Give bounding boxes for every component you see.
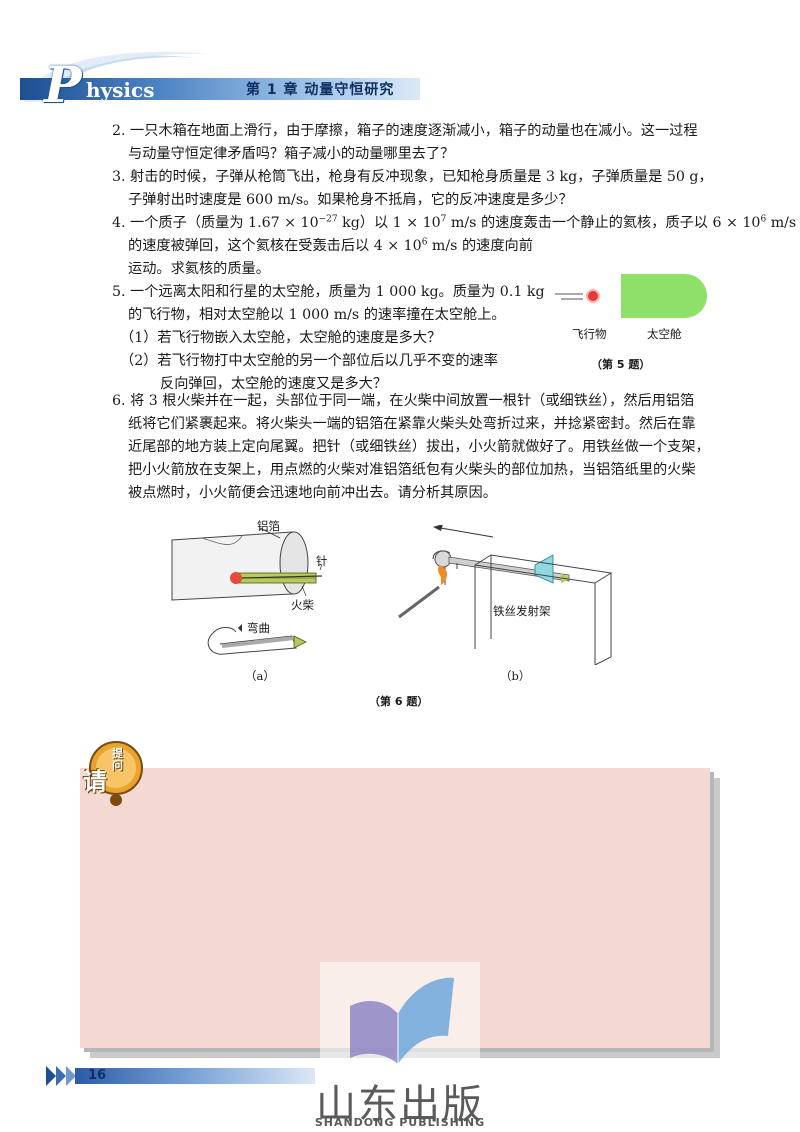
match-head <box>230 572 242 584</box>
question-4: 4. 一个质子（质量为 1.67 × 10−27 kg）以 1 × 107 m/… <box>112 212 796 281</box>
label-b: （b） <box>500 669 531 683</box>
figure-5-diagram <box>555 274 707 318</box>
header-band <box>20 78 420 100</box>
q4-exp-1: −27 <box>318 214 338 225</box>
question-3: 3. 射击的时候，子弹从枪筒飞出，枪身有反冲现象，已知枪身质量是 3 kg，子弹… <box>112 166 713 212</box>
publisher-name-english: SHANDONG PUBLISHING <box>314 1116 486 1129</box>
figure-6a-diagram <box>171 527 323 655</box>
footer-arrows <box>46 1066 76 1086</box>
label-bend: 弯曲 <box>247 621 270 635</box>
chapter-title: 第 1 章 动量守恒研究 <box>246 82 395 98</box>
question-5-line-2: 的飞行物，相对太空舱以 1 000 m/s 的速率撞在太空舱上。 <box>128 307 506 323</box>
label-foil: 铝箔 <box>257 519 280 533</box>
question-6-line-3: 近尾部的地方装上定向尾翼。把针（或细铁丝）拔出，小火箭就做好了。用铁丝做一个支架… <box>128 439 710 455</box>
question-5-part-2-line-1: （2）若飞行物打中太空舱的另一个部位后以几乎不变的速率 <box>120 353 498 369</box>
flying-object-ball <box>586 289 600 303</box>
question-5-line-1: 5. 一个远离太阳和行星的太空舱，质量为 1 000 kg。质量为 0.1 kg <box>112 284 545 300</box>
question-6-line-5: 被点燃时，小火箭便会迅速地向前冲出去。请分析其原因。 <box>128 485 497 501</box>
question-5-part-2-line-2: 反向弹回，太空舱的速度又是多大？ <box>160 376 388 392</box>
ask-question-badge <box>89 741 143 806</box>
question-6-line-2: 纸将它们紧裹起来。将火柴头一端的铝箔在紧靠火柴头处弯折过来，并捻紧密封。然后在靠 <box>128 416 696 432</box>
label-a: （a） <box>245 669 275 683</box>
space-capsule-shape <box>621 274 707 318</box>
logo-rest: hysics <box>86 78 155 102</box>
q4-exp-4: 6 <box>421 237 428 248</box>
question-5: 5. 一个远离太阳和行星的太空舱，质量为 1 000 kg。质量为 0.1 kg… <box>112 281 545 396</box>
question-3-line-2: 子弹射出时速度是 600 m/s。如果枪身不抵肩，它的反冲速度是多少？ <box>128 192 573 208</box>
question-2-line-2: 与动量守恒定律矛盾吗？箱子减小的动量哪里去了？ <box>128 146 455 162</box>
figure-6-caption: （第 6 题） <box>369 695 429 708</box>
question-6-line-1: 6. 将 3 根火柴并在一起，头部位于同一端，在火柴中间放置一根针（或细铁丝），… <box>112 393 695 409</box>
q4-text-e: 的速度被弹回，这个氦核在受轰击后以 4 × 10 <box>128 238 422 254</box>
badge-small-chars: 提问 <box>112 747 123 772</box>
label-wire-stand: 铁丝发射架 <box>493 604 551 618</box>
label-flying-object: 飞行物 <box>572 327 607 341</box>
badge-main-char: 请 <box>83 767 107 796</box>
label-match: 火柴 <box>291 598 314 612</box>
header-swoosh <box>24 51 210 102</box>
question-2-line-1: 2. 一只木箱在地面上滑行，由于摩擦，箱子的速度逐渐减小，箱子的动量也在减小。这… <box>112 123 698 139</box>
figure-5-caption: （第 5 题） <box>591 358 651 371</box>
page-number: 16 <box>88 1068 107 1083</box>
q4-text-c: m/s 的速度轰击一个静止的氦核，质子以 6 × 10 <box>446 215 761 231</box>
publisher-book-logo <box>350 977 454 1064</box>
q4-exp-2: 7 <box>440 214 447 225</box>
question-6: 6. 将 3 根火柴并在一起，头部位于同一端，在火柴中间放置一根针（或细铁丝），… <box>112 390 732 505</box>
logo-initial: P <box>44 55 82 114</box>
q4-exp-3: 6 <box>760 214 767 225</box>
question-6-line-4: 把小火箭放在支架上，用点燃的火柴对准铝箔纸包有火柴头的部位加热，当铝箔纸里的火柴 <box>128 462 696 478</box>
question-3-line-1: 3. 射击的时候，子弹从枪筒飞出，枪身有反冲现象，已知枪身质量是 3 kg，子弹… <box>112 169 713 185</box>
question-5-part-1: （1）若飞行物嵌入太空舱，太空舱的速度是多大？ <box>120 330 442 346</box>
q4-text-f: m/s 的速度向前 <box>427 238 533 254</box>
label-needle: 针 <box>316 554 328 568</box>
match-flame <box>438 565 448 585</box>
q4-text-b: kg）以 1 × 10 <box>337 215 441 231</box>
label-space-capsule: 太空舱 <box>647 327 682 341</box>
figure-6b-diagram <box>398 525 612 665</box>
question-4-line-1: 4. 一个质子（质量为 1.67 × 10−27 kg）以 1 × 107 m/… <box>112 212 796 235</box>
q4-text-a: 4. 一个质子（质量为 1.67 × 10 <box>112 215 319 231</box>
question-4-line-3: 运动。求氦核的质量。 <box>128 261 270 277</box>
question-2: 2. 一只木箱在地面上滑行，由于摩擦，箱子的速度逐渐减小，箱子的动量也在减小。这… <box>112 120 698 166</box>
footer-band <box>75 1068 315 1084</box>
needle <box>241 575 323 579</box>
rocket-fin <box>534 554 554 584</box>
q4-text-d: m/s <box>766 215 797 231</box>
question-4-line-2: 的速度被弹回，这个氦核在受轰击后以 4 × 106 m/s 的速度向前 <box>112 235 692 258</box>
publisher-name: 山东出版 <box>316 1082 484 1128</box>
